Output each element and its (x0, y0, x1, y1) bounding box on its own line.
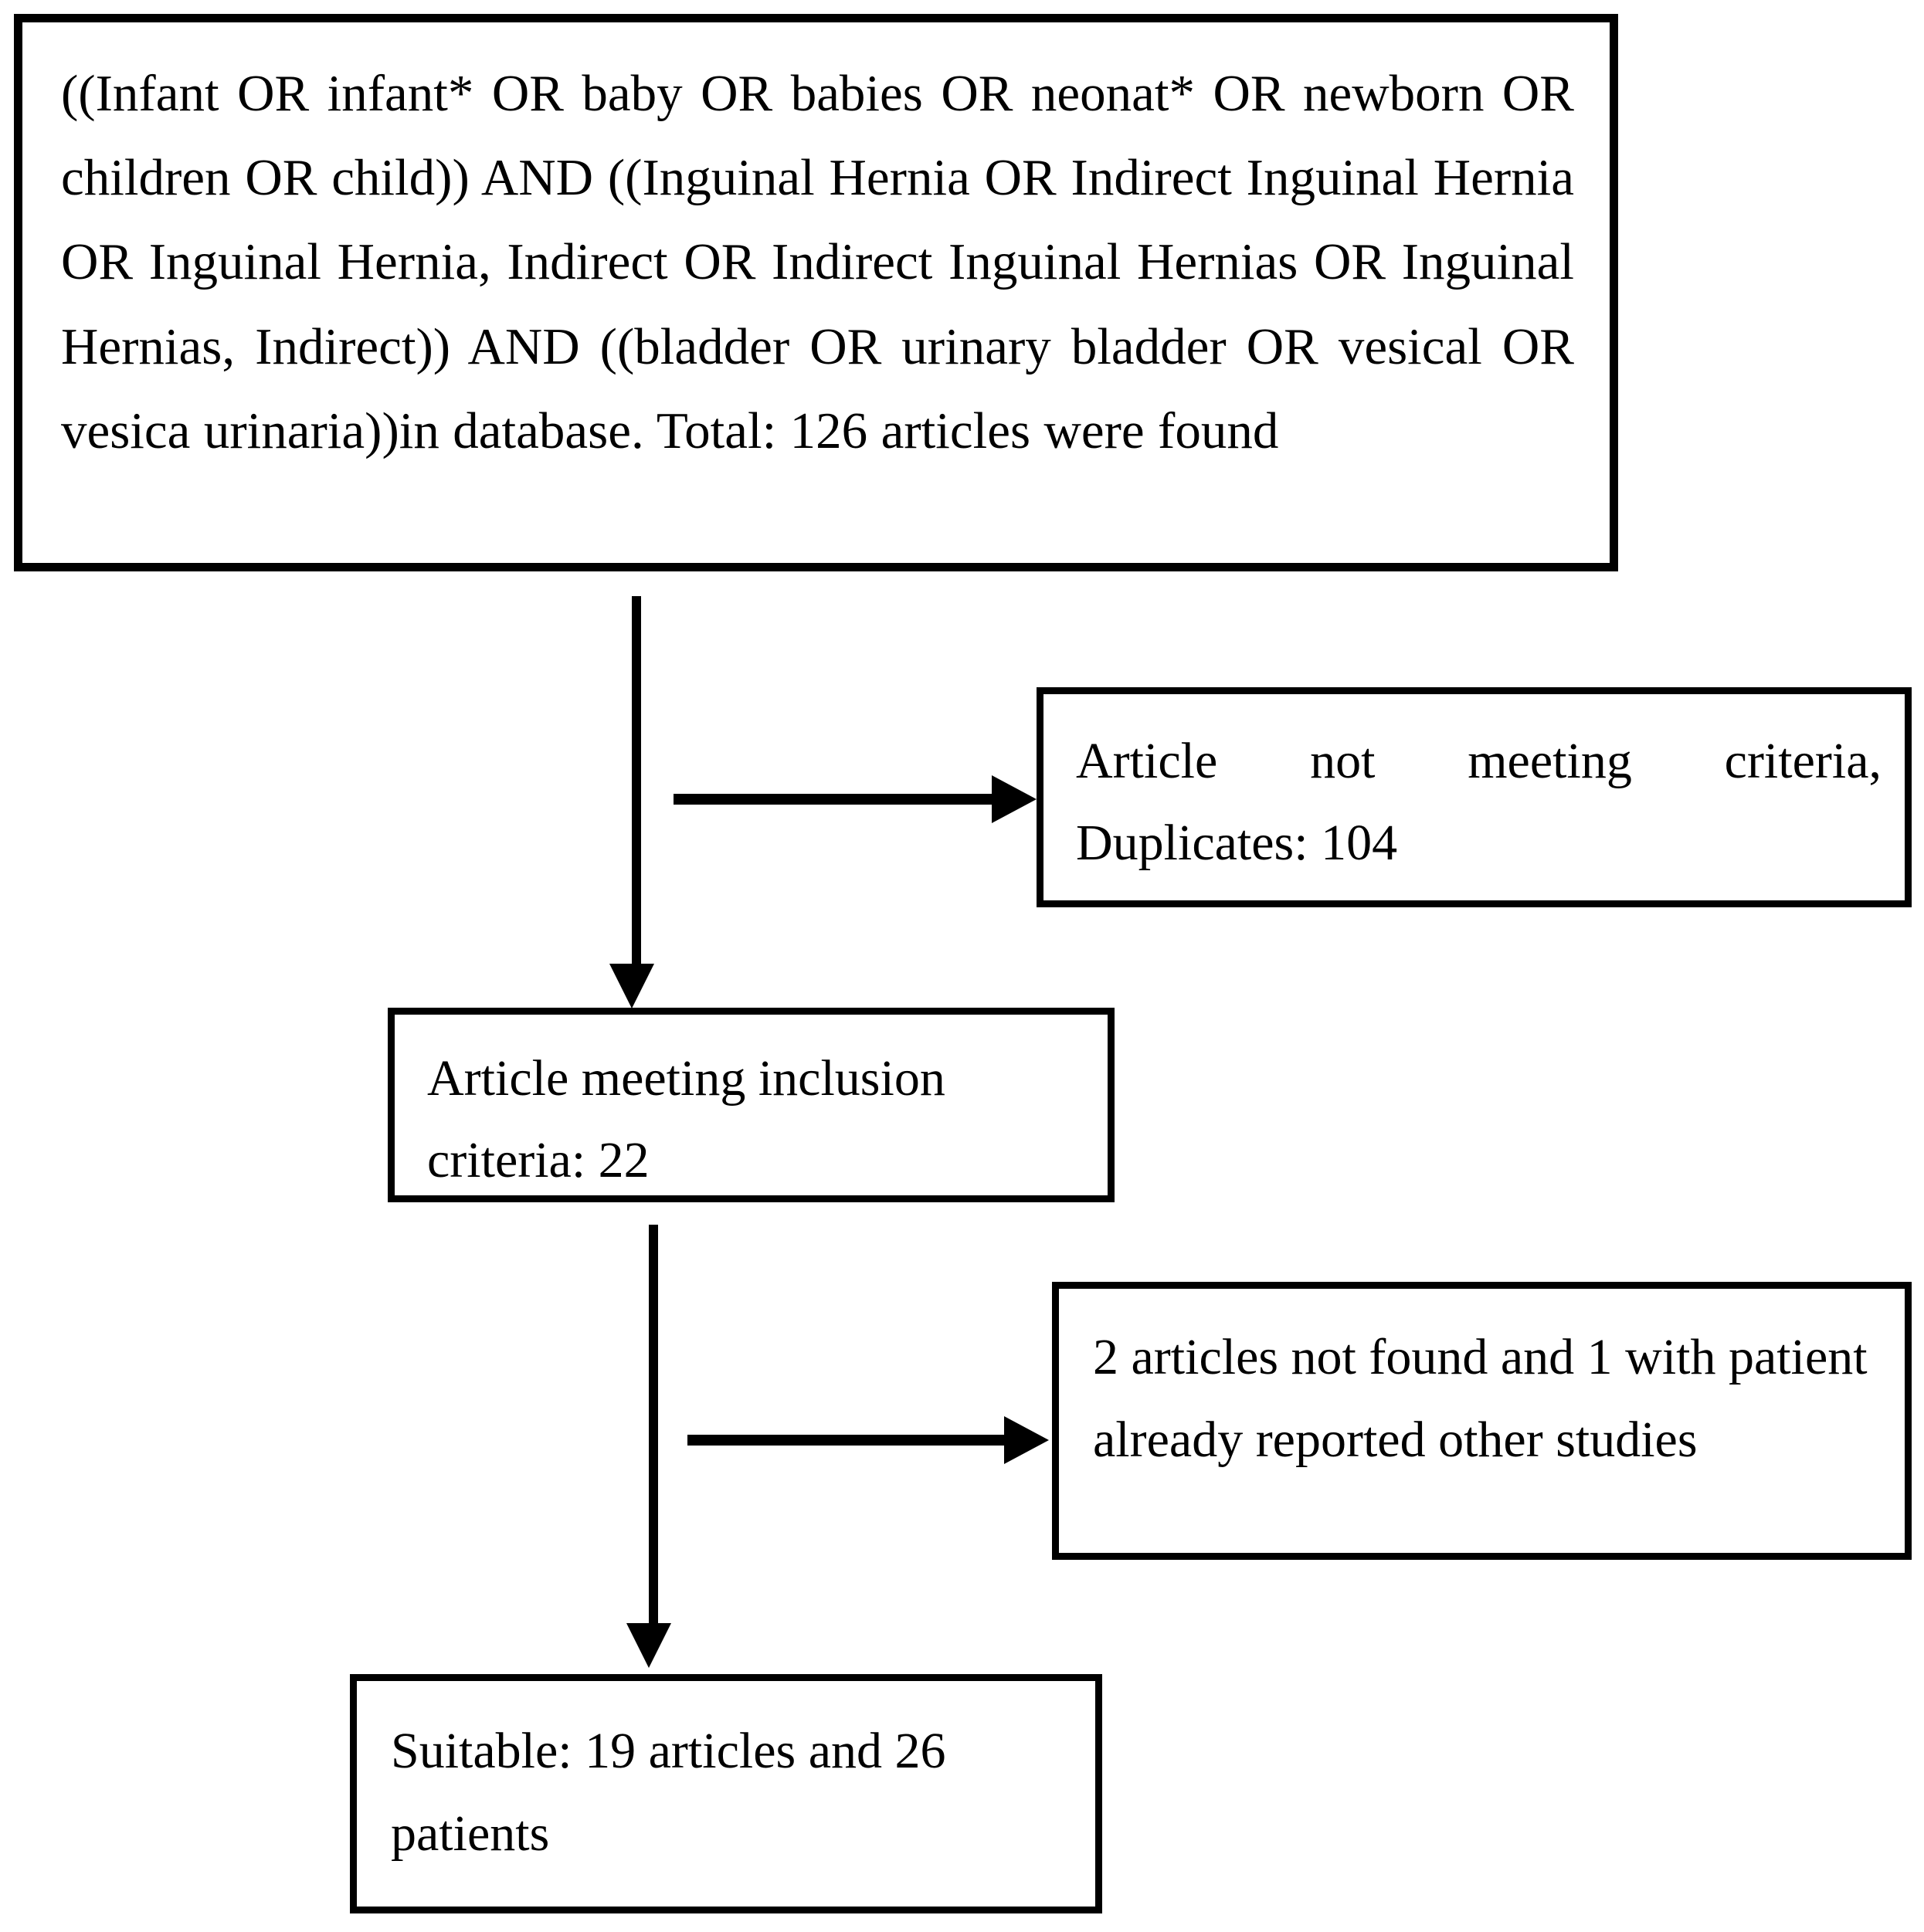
node-records-excluded: Article not meeting criteria, Duplicates… (1037, 687, 1912, 907)
edge-line-horizontal-1 (674, 794, 998, 805)
node-records-included: Article meeting inclusion criteria: 22 (388, 1008, 1115, 1202)
arrowhead-right-1 (992, 775, 1037, 823)
arrowhead-down-2 (626, 1623, 671, 1668)
edge-line-horizontal-2 (687, 1435, 1010, 1446)
node-studies-included: Suitable: 19 articles and 26 patients (350, 1674, 1102, 1913)
node-search-query: ((Infant OR infant* OR baby OR babies OR… (14, 14, 1618, 571)
arrowhead-right-2 (1004, 1416, 1049, 1464)
records-excluded-text: Article not meeting criteria, Duplicates… (1076, 733, 1895, 871)
reports-not-retrieved-text: 2 articles not found and 1 with patient … (1093, 1329, 1881, 1468)
node-reports-not-retrieved: 2 articles not found and 1 with patient … (1052, 1282, 1912, 1560)
studies-included-text: Suitable: 19 articles and 26 patients (391, 1723, 959, 1862)
arrowhead-down-1 (609, 964, 654, 1008)
edge-line-vertical-1 (632, 596, 641, 968)
search-query-text: ((Infant OR infant* OR baby OR babies OR… (61, 65, 1588, 459)
edge-line-vertical-2 (649, 1225, 658, 1628)
records-included-text: Article meeting inclusion criteria: 22 (427, 1050, 959, 1188)
